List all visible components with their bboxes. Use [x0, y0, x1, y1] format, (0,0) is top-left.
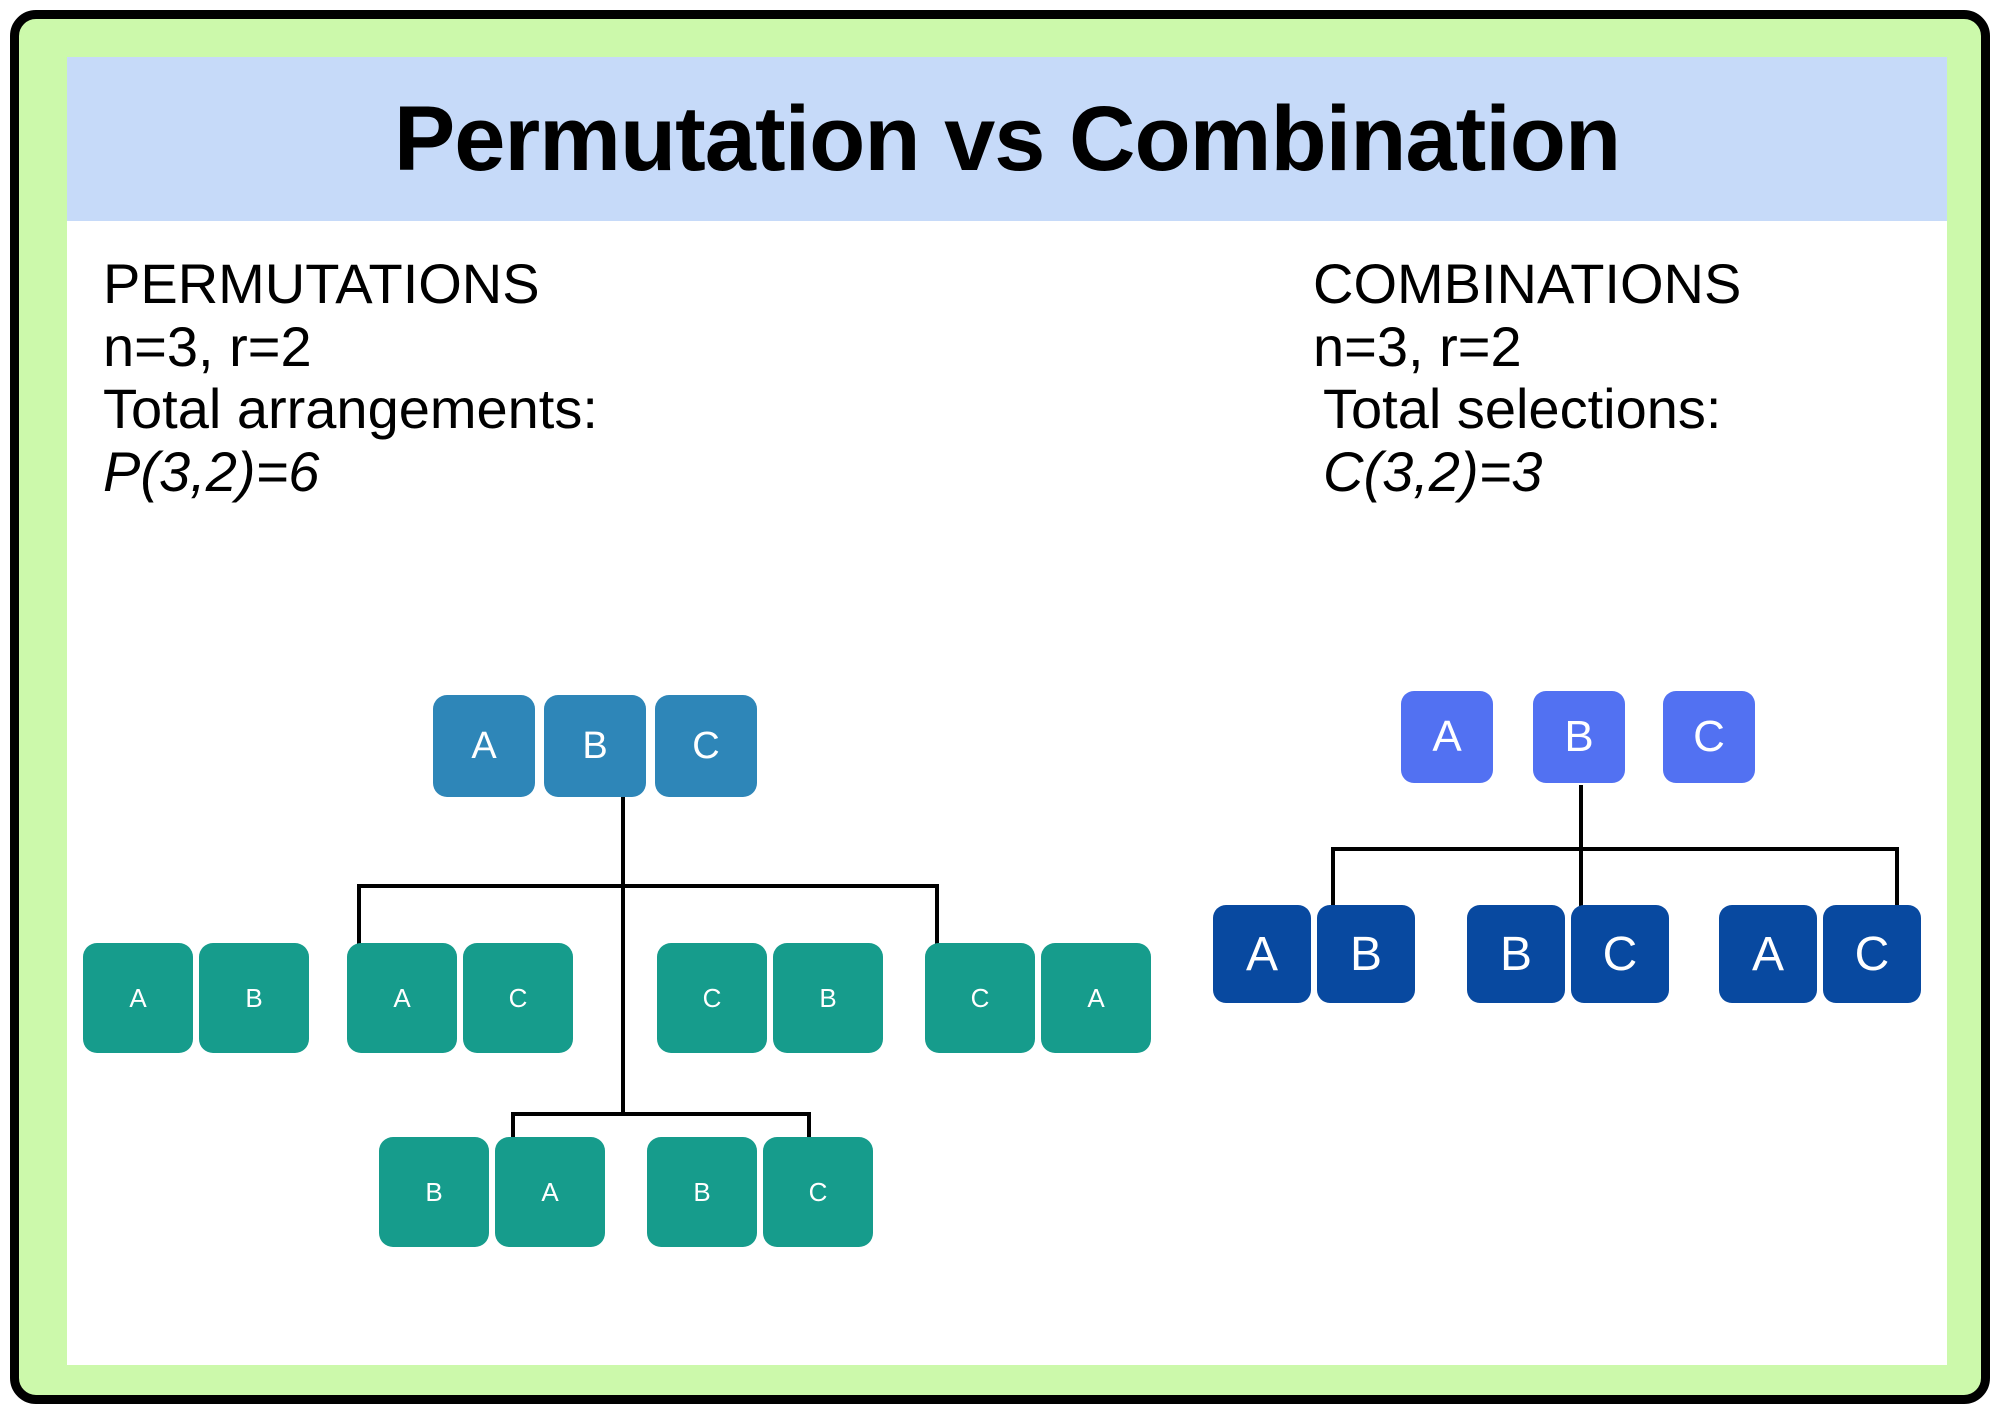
- permutations-params: n=3, r=2: [103, 314, 312, 378]
- permutation-branch-left-drop: [357, 884, 361, 944]
- permutation-root-label: B: [582, 724, 608, 767]
- permutation-pair-label: A: [1087, 982, 1105, 1013]
- permutation-root-label: C: [692, 724, 720, 767]
- combination-root-box[interactable]: A: [1401, 691, 1493, 783]
- permutation-pair-box[interactable]: A: [495, 1137, 605, 1247]
- combination-pair-label: B: [1499, 927, 1532, 981]
- combination-pair-label: C: [1854, 927, 1890, 981]
- permutation-pair-label: C: [702, 982, 722, 1013]
- permutation-pair-label: B: [819, 982, 837, 1013]
- permutation-pair-box[interactable]: C: [463, 943, 573, 1053]
- combination-pair-label: C: [1602, 927, 1638, 981]
- permutation-pair-box[interactable]: B: [379, 1137, 489, 1247]
- combinations-heading: COMBINATIONS: [1313, 252, 1742, 315]
- permutation-branch-right-drop: [935, 884, 939, 944]
- permutation-branch-bar-row2: [511, 1112, 811, 1116]
- permutation-stem-upper: [621, 797, 625, 1113]
- permutations-formula: P(3,2)=6: [103, 440, 320, 504]
- combinations-total-label: Total selections:: [1323, 377, 1722, 441]
- title-bar: Permutation vs Combination: [67, 57, 1947, 221]
- combination-pair-box[interactable]: A: [1719, 905, 1817, 1003]
- combination-branch-right-drop: [1895, 847, 1899, 909]
- permutation-pair-box[interactable]: B: [199, 943, 309, 1053]
- combination-branch-left-drop: [1331, 847, 1335, 909]
- permutation-root-box[interactable]: C: [655, 695, 757, 797]
- permutation-pair-box[interactable]: A: [83, 943, 193, 1053]
- combination-pair-label: B: [1349, 927, 1382, 981]
- combination-root-label: A: [1432, 712, 1462, 761]
- combination-root-box[interactable]: B: [1533, 691, 1625, 783]
- permutation-root-label: A: [471, 724, 497, 767]
- combinations-formula: C(3,2)=3: [1323, 440, 1543, 504]
- permutation-branch-bar-row1: [357, 884, 939, 888]
- poster-card: Permutation vs Combination PERMUTATIONS …: [67, 57, 1947, 1365]
- combination-pair-box[interactable]: C: [1823, 905, 1921, 1003]
- poster-frame: Permutation vs Combination PERMUTATIONS …: [10, 10, 1990, 1404]
- permutation-pair-box[interactable]: A: [1041, 943, 1151, 1053]
- permutation-root-box[interactable]: A: [433, 695, 535, 797]
- permutation-pair-label: B: [245, 982, 263, 1013]
- permutation-pair-box[interactable]: C: [925, 943, 1035, 1053]
- page-title: Permutation vs Combination: [393, 88, 1621, 190]
- combinations-params: n=3, r=2: [1313, 314, 1522, 378]
- permutation-pair-label: A: [541, 1176, 559, 1207]
- permutations-heading: PERMUTATIONS: [103, 252, 540, 315]
- permutation-row2-left-drop: [511, 1112, 515, 1148]
- combination-root-label: B: [1564, 712, 1594, 761]
- permutation-pair-label: C: [508, 982, 528, 1013]
- combination-branch-bar: [1331, 847, 1899, 851]
- combination-pair-box[interactable]: B: [1317, 905, 1415, 1003]
- permutation-pair-label: A: [393, 982, 411, 1013]
- permutation-pair-box[interactable]: B: [773, 943, 883, 1053]
- permutation-pair-box[interactable]: B: [647, 1137, 757, 1247]
- permutations-total-label: Total arrangements:: [103, 377, 598, 441]
- permutation-pair-label: A: [129, 982, 147, 1013]
- combination-pair-box[interactable]: A: [1213, 905, 1311, 1003]
- combination-root-box[interactable]: C: [1663, 691, 1755, 783]
- combination-pair-label: A: [1245, 927, 1278, 981]
- combination-pair-box[interactable]: B: [1467, 905, 1565, 1003]
- permutation-pair-label: B: [693, 1176, 711, 1207]
- combinations-text-block: COMBINATIONS n=3, r=2 Total selections: …: [1313, 252, 1742, 504]
- permutation-pair-box[interactable]: C: [763, 1137, 873, 1247]
- combination-root-label: C: [1693, 712, 1725, 761]
- permutation-pair-box[interactable]: C: [657, 943, 767, 1053]
- combination-stem: [1579, 785, 1583, 907]
- permutations-text-block: PERMUTATIONS n=3, r=2 Total arrangements…: [103, 252, 598, 504]
- permutation-row2-right-drop: [807, 1112, 811, 1148]
- permutation-pair-label: B: [425, 1176, 443, 1207]
- combination-pair-box[interactable]: C: [1571, 905, 1669, 1003]
- permutation-root-box[interactable]: B: [544, 695, 646, 797]
- combination-pair-label: A: [1751, 927, 1784, 981]
- permutation-pair-label: C: [808, 1176, 828, 1207]
- permutation-pair-label: C: [970, 982, 990, 1013]
- permutation-pair-box[interactable]: A: [347, 943, 457, 1053]
